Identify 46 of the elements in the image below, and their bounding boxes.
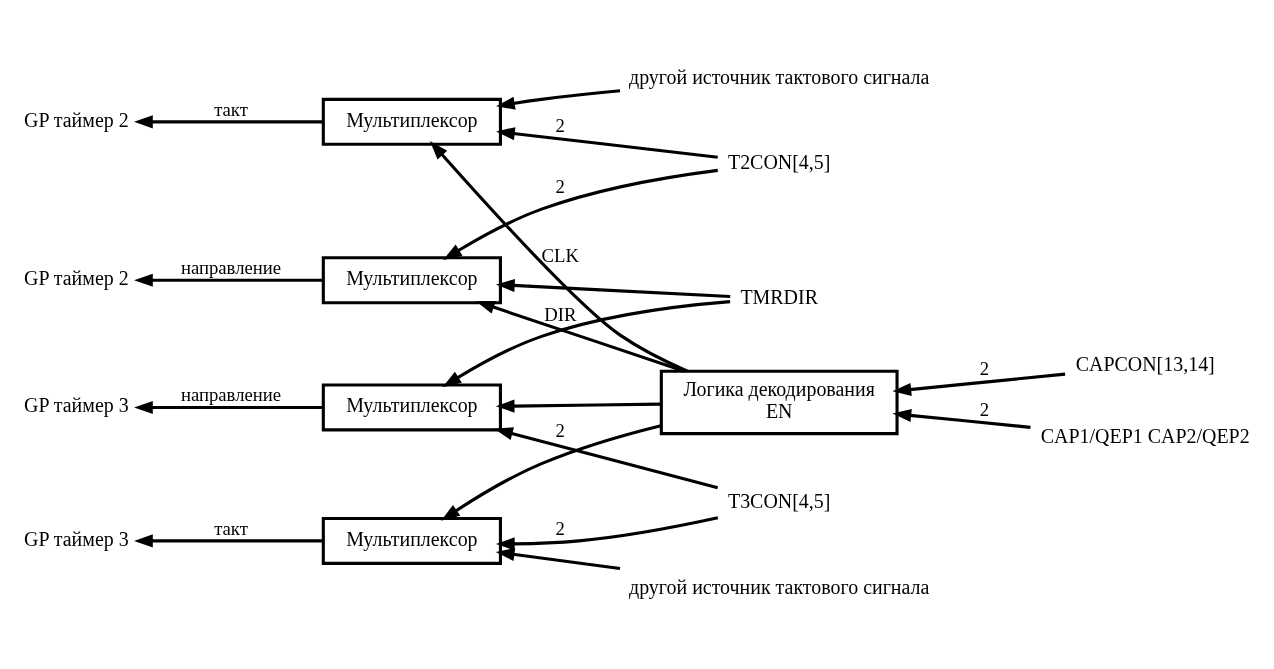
node-text: другой источник тактового сигнала [629,576,930,599]
node-text: T3CON[4,5] [727,490,831,513]
edge-label: направление [180,257,282,279]
arrow [495,278,731,299]
edge-label: такт [214,98,248,120]
arrow [134,115,324,129]
edge-label: 2 [979,358,990,380]
edge-label: 2 [979,399,990,421]
node-text: GP таймер 3 [24,527,129,550]
arrow [134,273,324,287]
node-box: Мультиплексор [321,256,502,305]
arrow [442,300,731,388]
node-text: CAPCON[13,14] [1075,353,1215,376]
arrow [495,516,719,551]
edge-label: такт [214,517,248,539]
node-box: Мультиплексор [321,383,502,432]
arrow [495,547,621,571]
node-text: другой источник тактового сигнала [629,66,930,89]
node-text: CAP1/QEP1 CAP2/QEP2 [1040,425,1250,448]
arrow [429,141,689,373]
arrow [494,427,719,490]
arrow [892,408,1031,429]
arrow [892,372,1066,396]
arrow [496,127,718,159]
node-text: GP таймер 3 [24,394,129,417]
node-text: TMRDIR [740,285,818,308]
arrow [134,400,324,415]
edge-label: 2 [555,114,565,136]
arrow [495,399,662,413]
edge-label: 2 [555,175,565,197]
edge-label: DIR [544,304,577,326]
arrow [475,301,685,373]
edge-label: CLK [541,244,579,266]
arrow [496,89,621,110]
edge-label: направление [180,384,282,406]
node-box: Мультиплексор [321,97,502,146]
node-box: Логика декодирования EN [659,369,899,436]
arrow [134,534,324,548]
node-box: Мультиплексор [321,516,502,565]
node-text: GP таймер 2 [24,108,129,131]
arrow [441,424,662,521]
node-text: T2CON[4,5] [727,150,831,173]
edge-label: 2 [555,517,565,539]
node-text: GP таймер 2 [24,266,129,289]
arrow [443,168,718,260]
edge-label: 2 [555,420,565,442]
